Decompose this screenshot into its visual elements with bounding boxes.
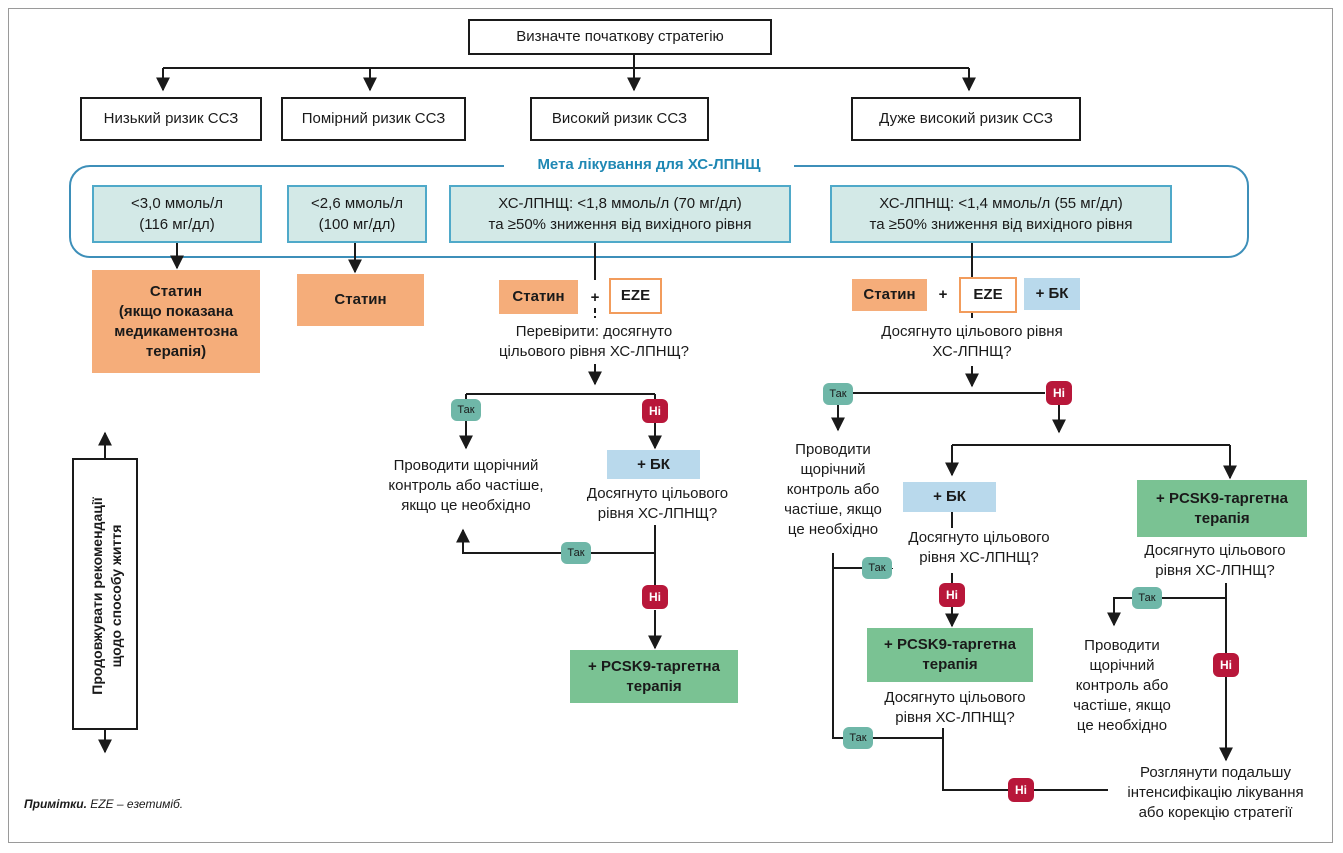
high-bk-check-text: Досягнуто цільового рівня ХС-ЛПНЩ?: [560, 484, 755, 524]
vh-no-pill: Ні: [1046, 381, 1072, 405]
moderate-therapy-box: Статин: [297, 274, 424, 326]
high-pcsk9-label: + PCSK9-таргетна терапія: [588, 657, 720, 695]
high-bk-no-pill: Ні: [642, 585, 668, 609]
vh-left-yes-pill: Так: [862, 557, 892, 579]
high-statin-box: Статин: [499, 280, 578, 314]
vh-bk-check-text: Досягнуто цільового рівня ХС-ЛПНЩ?: [889, 528, 1069, 568]
vh-pcsk9-label: + PCSK9-таргетна терапія: [884, 636, 1016, 673]
risk-moderate-label: Помірний ризик ССЗ: [301, 110, 446, 127]
lifestyle-box: Продовжувати рекомендації щодо способу ж…: [72, 458, 138, 730]
footnote: Примітки. EZE – езетиміб.: [24, 797, 183, 811]
vh-pcsk9-no-pill: Ні: [1008, 778, 1034, 802]
risk-moderate-box: Помірний ризик ССЗ: [281, 97, 466, 141]
high-plus: +: [590, 289, 600, 306]
vh-plus-bk-box: + БК: [903, 482, 996, 512]
vh-right-no-pill: Ні: [1213, 653, 1239, 677]
high-pcsk9-box: + PCSK9-таргетна терапія: [570, 650, 738, 703]
target-low: <3,0 ммоль/л (116 мг/дл): [92, 185, 262, 243]
risk-low-label: Низький ризик ССЗ: [103, 110, 239, 127]
target-moderate-label: <2,6 ммоль/л (100 мг/дл): [311, 195, 403, 233]
figure-frame: [8, 8, 1333, 843]
vh-bk-no-pill: Ні: [939, 583, 965, 607]
vh-right-pcsk9-box: + PCSK9-таргетна терапія: [1137, 480, 1307, 537]
final-text: Розглянути подальшу інтенсифікацію лікув…: [1108, 763, 1323, 823]
high-eze-box: EZE: [609, 278, 662, 314]
risk-high-box: Високий ризик ССЗ: [530, 97, 709, 141]
lifestyle-label: Продовжувати рекомендації щодо способу ж…: [89, 497, 124, 695]
vh-check-text: Досягнуто цільового рівня ХС-ЛПНЩ?: [862, 322, 1082, 362]
risk-high-label: Високий ризик ССЗ: [551, 110, 688, 127]
vh-yes-pill: Так: [823, 383, 853, 405]
target-moderate: <2,6 ммоль/л (100 мг/дл): [287, 185, 427, 243]
vh-plus: +: [938, 286, 948, 303]
vh-continue-left-text: Проводити щорічний контроль або частіше,…: [763, 440, 903, 540]
target-low-label: <3,0 ммоль/л (116 мг/дл): [131, 195, 223, 233]
vh-continue-right-text: Проводити щорічний контроль або частіше,…: [1062, 636, 1182, 736]
start-box: Визначте початкову стратегію: [468, 19, 772, 55]
target-high-label: ХС-ЛПНЩ: <1,8 ммоль/л (70 мг/дл) та ≥50%…: [488, 195, 752, 233]
start-label: Визначте початкову стратегію: [516, 28, 724, 45]
target-very-high-label: ХС-ЛПНЩ: <1,4 ммоль/л (55 мг/дл) та ≥50%…: [869, 195, 1133, 233]
high-bk-yes-pill: Так: [561, 542, 591, 564]
vh-statin-label: Статин: [863, 286, 916, 303]
vh-right-pcsk9-label: + PCSK9-таргетна терапія: [1156, 489, 1288, 527]
footnote-label: Примітки.: [24, 797, 87, 811]
target-very-high: ХС-ЛПНЩ: <1,4 ммоль/л (55 мг/дл) та ≥50%…: [830, 185, 1172, 243]
vh-bk-box: + БК: [1024, 278, 1080, 310]
high-eze-label: EZE: [620, 287, 651, 304]
high-bk-label: + БК: [637, 455, 670, 473]
low-therapy-box: Статин (якщо показана медикаментозна тер…: [92, 270, 260, 373]
vh-bk-label: + БК: [1035, 285, 1069, 302]
risk-very-high-box: Дуже високий ризик ССЗ: [851, 97, 1081, 141]
vh-eze-label: EZE: [973, 286, 1003, 303]
vh-eze-box: EZE: [959, 277, 1017, 313]
high-statin-label: Статин: [512, 288, 565, 305]
vh-statin-box: Статин: [852, 279, 927, 311]
target-high: ХС-ЛПНЩ: <1,8 ммоль/л (70 мг/дл) та ≥50%…: [449, 185, 791, 243]
high-bk-box: + БК: [607, 450, 700, 479]
risk-very-high-label: Дуже високий ризик ССЗ: [879, 110, 1053, 127]
moderate-therapy-label: Статин: [334, 291, 387, 308]
vh-plus-bk-label: + БК: [933, 488, 966, 505]
goal-title: Мета лікування для ХС-ЛПНЩ: [504, 155, 794, 175]
vh-pcsk9-check-text: Досягнуто цільового рівня ХС-ЛПНЩ?: [862, 688, 1048, 728]
vh-right-yes-pill: Так: [1132, 587, 1162, 609]
high-yes-pill: Так: [451, 399, 481, 421]
footnote-text: EZE – езетиміб.: [86, 797, 184, 811]
high-no-pill: Ні: [642, 399, 668, 423]
risk-low-box: Низький ризик ССЗ: [80, 97, 262, 141]
vh-pcsk9-box: + PCSK9-таргетна терапія: [867, 628, 1033, 682]
vh-right-check-text: Досягнуто цільового рівня ХС-ЛПНЩ?: [1122, 541, 1308, 581]
vh-pcsk9-yes-pill: Так: [843, 727, 873, 749]
high-continue-text: Проводити щорічний контроль або частіше,…: [364, 456, 568, 516]
high-check-text: Перевірити: досягнуто цільового рівня ХС…: [464, 322, 724, 362]
low-therapy-label: Статин (якщо показана медикаментозна тер…: [114, 282, 238, 360]
